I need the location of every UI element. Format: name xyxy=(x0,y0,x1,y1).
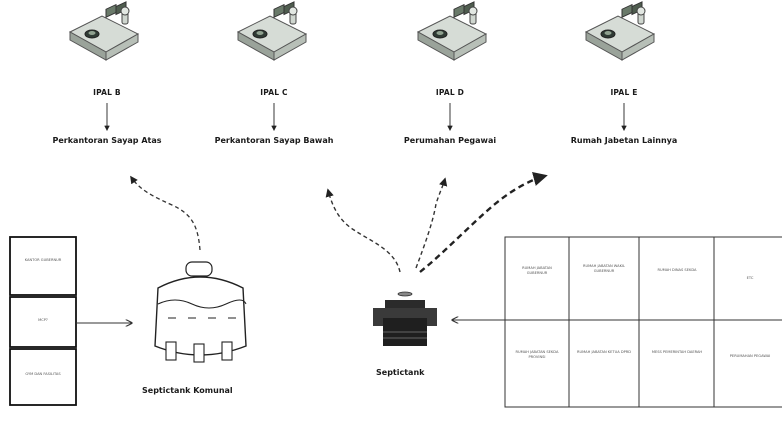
right-source-cell-r1c3: RUMAH DINAS SEKDA xyxy=(657,268,697,272)
septictank-caption: Septictank xyxy=(376,368,425,377)
ipal-d-tank-icon xyxy=(417,1,487,61)
septictank-komunal-icon xyxy=(154,261,247,363)
right-source-cell-r2c4: PERUMAHAN PEGAWAI xyxy=(729,354,771,358)
right-source-cell-r1c4: ETC xyxy=(746,276,754,280)
right-source-cell-r2c1: RUMAH JABATAN SEKDA PROVINSI xyxy=(515,350,559,359)
ipal-c-label: IPAL C xyxy=(260,88,288,97)
ipal-c-tank-icon xyxy=(237,1,307,61)
septictank-outflow-arrow-middle xyxy=(415,177,448,269)
ipal-e-label: IPAL E xyxy=(610,88,638,97)
septictank-outflow-arrow-left xyxy=(325,188,401,273)
ipal-e-destination: Rumah Jabetan Lainnya xyxy=(570,136,678,145)
septictank-komunal-caption: Septictank Komunal xyxy=(142,386,233,395)
right-source-cell-r2c2: RUMAH JABATAN KETUA DPRD xyxy=(576,350,632,354)
left-source-cell-3: GYM DAN FASILITAS xyxy=(25,372,61,376)
left-source-cell-1: KANTOR GUBERNUR xyxy=(24,258,62,262)
ipal-d-unit xyxy=(417,1,487,132)
septictank-outflow-arrow-right xyxy=(419,172,548,273)
right-source-cell-r1c1: RUMAH JABATAN GUBERNUR xyxy=(522,266,552,275)
ipal-d-label: IPAL D xyxy=(435,88,465,97)
ipal-b-destination: Perkantoran Sayap Atas xyxy=(52,136,162,145)
ipal-c-unit xyxy=(237,1,307,132)
ipal-b-label: IPAL B xyxy=(93,88,121,97)
ipal-d-destination: Perumahan Pegawai xyxy=(403,136,497,145)
right-source-cell-r1c2: RUMAH JABATAN WAKIL GUBERNUR xyxy=(582,264,626,273)
left-source-cell-2: MCP? xyxy=(38,318,48,322)
right-sources-grid xyxy=(504,236,782,408)
ipal-e-unit xyxy=(585,1,655,132)
ipal-e-tank-icon xyxy=(585,1,655,61)
septictank-icon xyxy=(373,291,437,346)
ipal-b-unit xyxy=(69,1,139,132)
right-source-cell-r2c3: MESS PEMERINTAH DAERAH xyxy=(651,350,703,354)
ipal-b-tank-icon xyxy=(69,1,139,61)
ipal-c-destination: Perkantoran Sayap Bawah xyxy=(214,136,334,145)
komunal-outflow-arrow xyxy=(130,175,201,251)
left-sources-table xyxy=(9,236,77,406)
